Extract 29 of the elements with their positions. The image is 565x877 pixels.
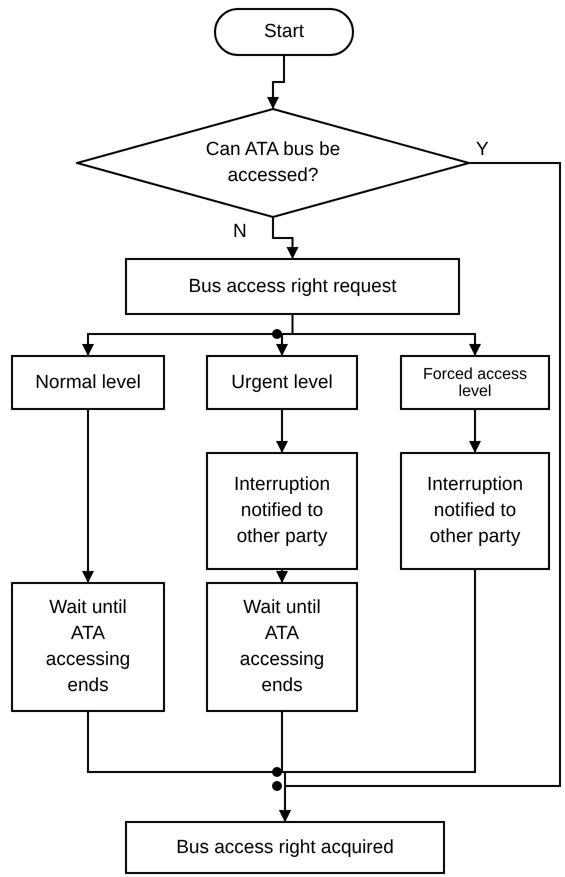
node-text: Interruption notified to other party [426, 473, 524, 549]
arrow [292, 315, 481, 356]
node-text: Bus access right request [188, 274, 397, 298]
arrow [279, 570, 476, 822]
process-box [206, 452, 358, 570]
node-text: Forced access level [422, 366, 528, 400]
node-text: Interruption notified to other party [232, 473, 332, 549]
node-text: Bus access right acquired [176, 836, 394, 860]
node-text: Wait until ATA accessing ends [44, 596, 132, 698]
arrow [276, 410, 288, 453]
process-box [125, 258, 460, 315]
process-box [11, 355, 165, 410]
arrow [82, 410, 94, 583]
node-text: Wait until ATA accessing ends [238, 596, 326, 698]
arrow [469, 410, 481, 453]
arrow [276, 570, 288, 583]
node-text: Start [264, 20, 304, 44]
process-box [206, 355, 358, 410]
end-box [125, 821, 445, 874]
process-box [400, 355, 550, 410]
node-text: Normal level [35, 370, 141, 394]
process-box [11, 582, 165, 712]
start-terminal [214, 8, 354, 56]
arrow [272, 218, 298, 259]
node-text: Can ATA bus be accessed? [204, 138, 342, 188]
node-text: Urgent level [231, 370, 333, 394]
process-box [400, 452, 550, 570]
arrow [267, 56, 285, 109]
process-box [206, 582, 358, 712]
